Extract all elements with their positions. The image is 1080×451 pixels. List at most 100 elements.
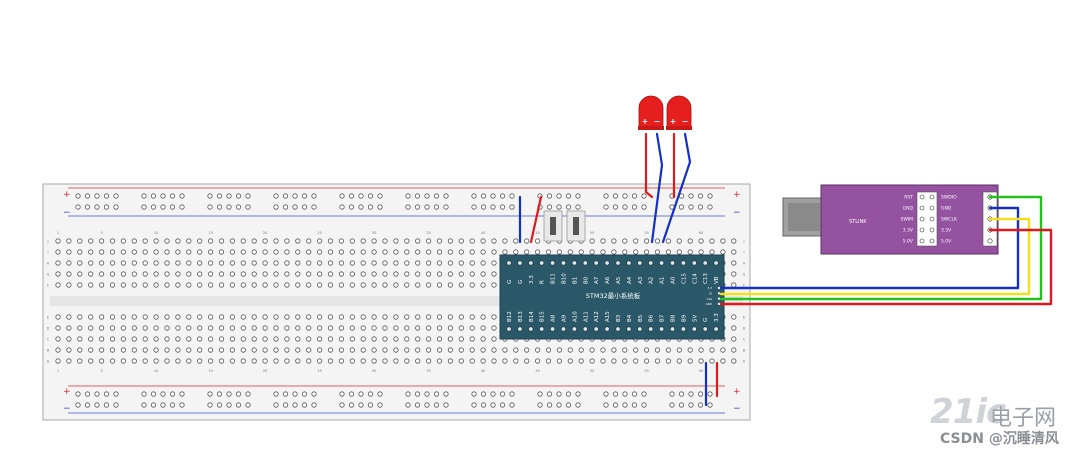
column-number: 10: [154, 369, 158, 373]
rail-hole: [556, 204, 562, 210]
grid-hole: [567, 347, 573, 353]
stm32-pin: [680, 326, 686, 332]
stm32-pin: [582, 326, 588, 332]
stm32-pin-label: VB: [714, 276, 720, 284]
rail-hole: [377, 402, 383, 408]
grid-hole: [218, 238, 225, 244]
grid-hole: [360, 260, 366, 266]
grid-hole: [186, 358, 192, 364]
stm32-pin-label: A11: [583, 311, 589, 322]
grid-hole: [720, 358, 726, 364]
rail-hole: [565, 402, 572, 408]
grid-hole: [709, 249, 715, 255]
grid-hole: [306, 347, 312, 353]
grid-hole: [534, 347, 541, 353]
grid-hole: [404, 238, 410, 244]
grid-hole: [393, 358, 399, 364]
rail-hole: [301, 402, 308, 408]
stlink-label: STLINK: [849, 219, 867, 225]
row-letter: A: [743, 360, 746, 364]
grid-hole: [316, 249, 323, 255]
stm32-pin: [702, 260, 708, 266]
stm32-pin: [637, 260, 643, 266]
grid-hole: [316, 358, 323, 364]
rail-hole: [377, 193, 383, 199]
grid-hole: [316, 238, 323, 244]
grid-hole: [186, 282, 192, 288]
grid-hole: [469, 336, 475, 342]
grid-hole: [415, 314, 421, 320]
grid-hole: [262, 347, 268, 353]
rail-hole: [556, 193, 562, 199]
stm32-pin-label: B11: [551, 273, 557, 284]
grid-hole: [109, 271, 116, 277]
rail-hole: [103, 391, 110, 397]
stm32-pin: [691, 260, 697, 266]
stm32-pin: [528, 260, 534, 266]
rail-hole: [84, 204, 91, 210]
column-number: 15: [208, 369, 212, 373]
grid-hole: [197, 358, 203, 364]
grid-hole: [600, 347, 606, 353]
rail-hole: [216, 391, 223, 397]
grid-hole: [120, 336, 127, 342]
grid-hole: [284, 260, 290, 266]
rail-hole: [707, 204, 713, 210]
watermark-logo: 21ic: [930, 392, 1006, 432]
grid-hole: [349, 347, 355, 353]
led-body: [638, 95, 664, 129]
grid-hole: [153, 336, 159, 342]
grid-hole: [120, 238, 127, 244]
row-letter: A: [47, 360, 50, 364]
grid-hole: [99, 336, 105, 342]
grid-hole: [153, 282, 159, 288]
grid-hole: [88, 238, 94, 244]
rail-hole: [565, 193, 572, 199]
grid-hole: [480, 336, 486, 342]
column-number: 30: [372, 369, 376, 373]
rail-hole: [499, 402, 506, 408]
grid-hole: [502, 358, 508, 364]
grid-hole: [436, 238, 443, 244]
rail-hole: [339, 391, 345, 397]
stm32-pin: [550, 260, 556, 266]
grid-hole: [262, 336, 268, 342]
grid-hole: [218, 358, 225, 364]
grid-hole: [709, 238, 715, 244]
stm32-pin-label: A5: [616, 276, 622, 284]
rail-hole: [443, 204, 449, 210]
row-letter: E: [743, 316, 745, 320]
rail-hole: [367, 402, 374, 408]
grid-hole: [480, 358, 486, 364]
grid-hole: [665, 249, 672, 255]
rail-hole: [113, 391, 119, 397]
grid-hole: [273, 238, 279, 244]
grid-hole: [458, 325, 464, 331]
stlink-pin: [929, 194, 935, 200]
rail-hole: [301, 204, 308, 210]
stm32-pin: [669, 326, 675, 332]
grid-hole: [262, 260, 268, 266]
grid-hole: [491, 314, 497, 320]
stlink-right-label: GND: [941, 206, 952, 212]
rail-hole: [94, 402, 100, 408]
rail-hole: [103, 402, 110, 408]
rail-hole: [471, 402, 477, 408]
grid-hole: [284, 238, 290, 244]
rail-hole: [292, 204, 298, 210]
stlink-pin: [929, 216, 935, 222]
grid-hole: [197, 314, 203, 320]
rail-hole: [103, 204, 110, 210]
grid-hole: [164, 260, 170, 266]
grid-hole: [175, 271, 181, 277]
rail-hole: [433, 204, 440, 210]
grid-hole: [491, 249, 497, 255]
rail-hole: [226, 193, 232, 199]
stm32-pin-label: G: [703, 318, 709, 322]
rail-hole: [622, 204, 628, 210]
rail-hole: [641, 193, 647, 199]
stlink-pin: [929, 227, 935, 233]
column-number: 60: [699, 369, 703, 373]
grid-hole: [469, 249, 475, 255]
